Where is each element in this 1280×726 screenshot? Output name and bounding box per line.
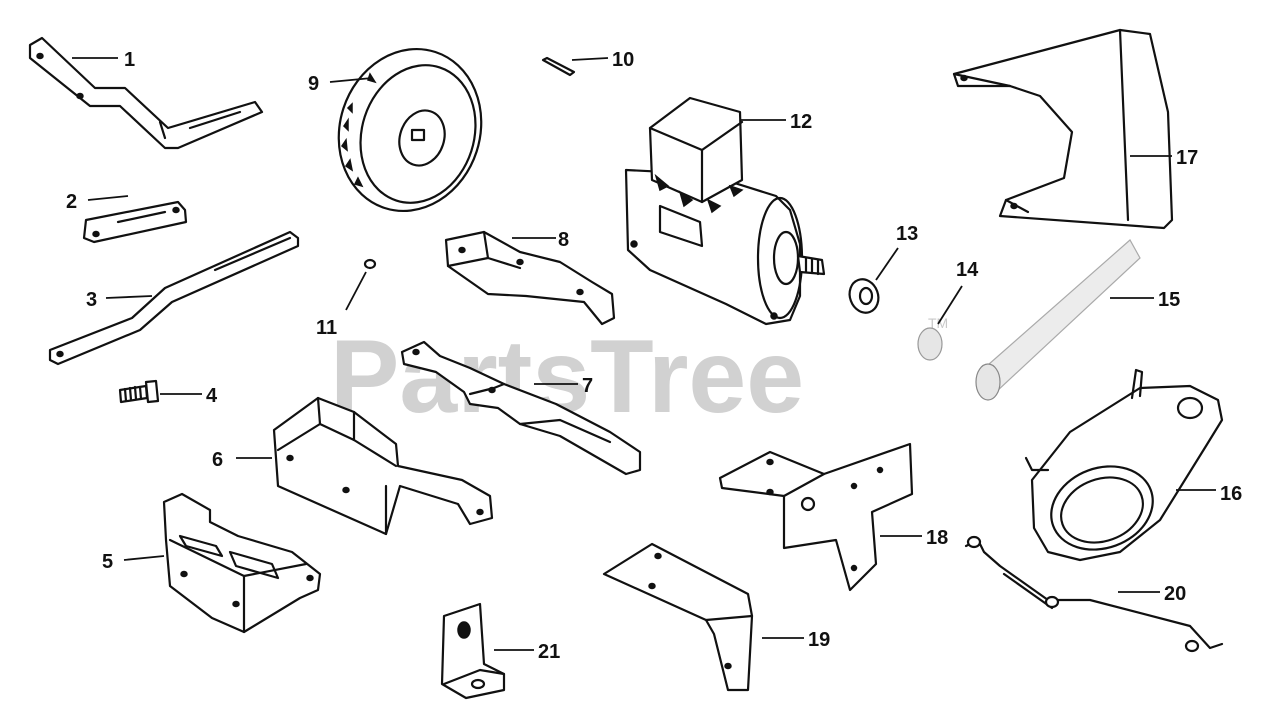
callout-9[interactable]: 9 — [308, 73, 319, 95]
part-11-ball[interactable] — [363, 258, 377, 270]
callout-16[interactable]: 16 — [1220, 483, 1242, 505]
part-17-shield[interactable] — [952, 28, 1174, 230]
callout-4[interactable]: 4 — [206, 385, 218, 407]
callout-8[interactable]: 8 — [558, 229, 569, 251]
part-13-washer[interactable] — [845, 275, 883, 317]
part-2-slotted-plate[interactable] — [82, 200, 188, 244]
part-9-pulley[interactable] — [318, 30, 502, 229]
part-14-spacer[interactable] — [917, 327, 943, 361]
part-7-lever[interactable] — [400, 340, 642, 476]
part-15-belt[interactable] — [975, 239, 1141, 401]
leader-11 — [345, 271, 367, 311]
callout-13[interactable]: 13 — [896, 223, 918, 245]
part-6-channel-bracket[interactable] — [272, 396, 494, 536]
callout-2[interactable]: 2 — [66, 191, 77, 213]
callout-18[interactable]: 18 — [926, 527, 948, 549]
leader-10 — [571, 57, 609, 61]
callout-5[interactable]: 5 — [102, 551, 113, 573]
part-10-pin[interactable] — [541, 56, 576, 77]
part-8-hinge-bracket[interactable] — [444, 230, 616, 326]
callout-3[interactable]: 3 — [86, 289, 97, 311]
callout-11[interactable]: 11 — [316, 317, 337, 339]
part-4-bolt[interactable] — [118, 379, 160, 404]
part-16-belt-guard[interactable] — [1024, 368, 1224, 563]
leader-3 — [105, 295, 153, 299]
leader-2 — [87, 195, 129, 201]
part-5-mounting-block[interactable] — [162, 492, 322, 634]
callout-17[interactable]: 17 — [1176, 147, 1198, 169]
leader-13 — [875, 247, 899, 281]
leader-9 — [329, 77, 373, 83]
part-3-offset-strap[interactable] — [48, 230, 300, 366]
callout-1[interactable]: 1 — [124, 49, 135, 71]
part-12-generator[interactable] — [624, 96, 826, 326]
leader-5 — [123, 555, 165, 561]
callout-20[interactable]: 20 — [1164, 583, 1186, 605]
callout-14[interactable]: 14 — [956, 259, 979, 281]
part-19-mounting-plate[interactable] — [602, 542, 754, 692]
part-18-angle-bracket[interactable] — [718, 442, 914, 592]
part-1-bracket[interactable] — [28, 36, 264, 150]
callout-12[interactable]: 12 — [790, 111, 812, 133]
callout-21[interactable]: 21 — [538, 641, 560, 663]
part-21-l-bracket[interactable] — [440, 602, 506, 700]
callout-6[interactable]: 6 — [212, 449, 223, 471]
leader-14 — [937, 285, 963, 325]
part-20-control-rod[interactable] — [964, 535, 1224, 653]
callout-7[interactable]: 7 — [582, 375, 593, 397]
callout-19[interactable]: 19 — [808, 629, 830, 651]
callout-15[interactable]: 15 — [1158, 289, 1180, 311]
callout-10[interactable]: 10 — [612, 49, 634, 71]
